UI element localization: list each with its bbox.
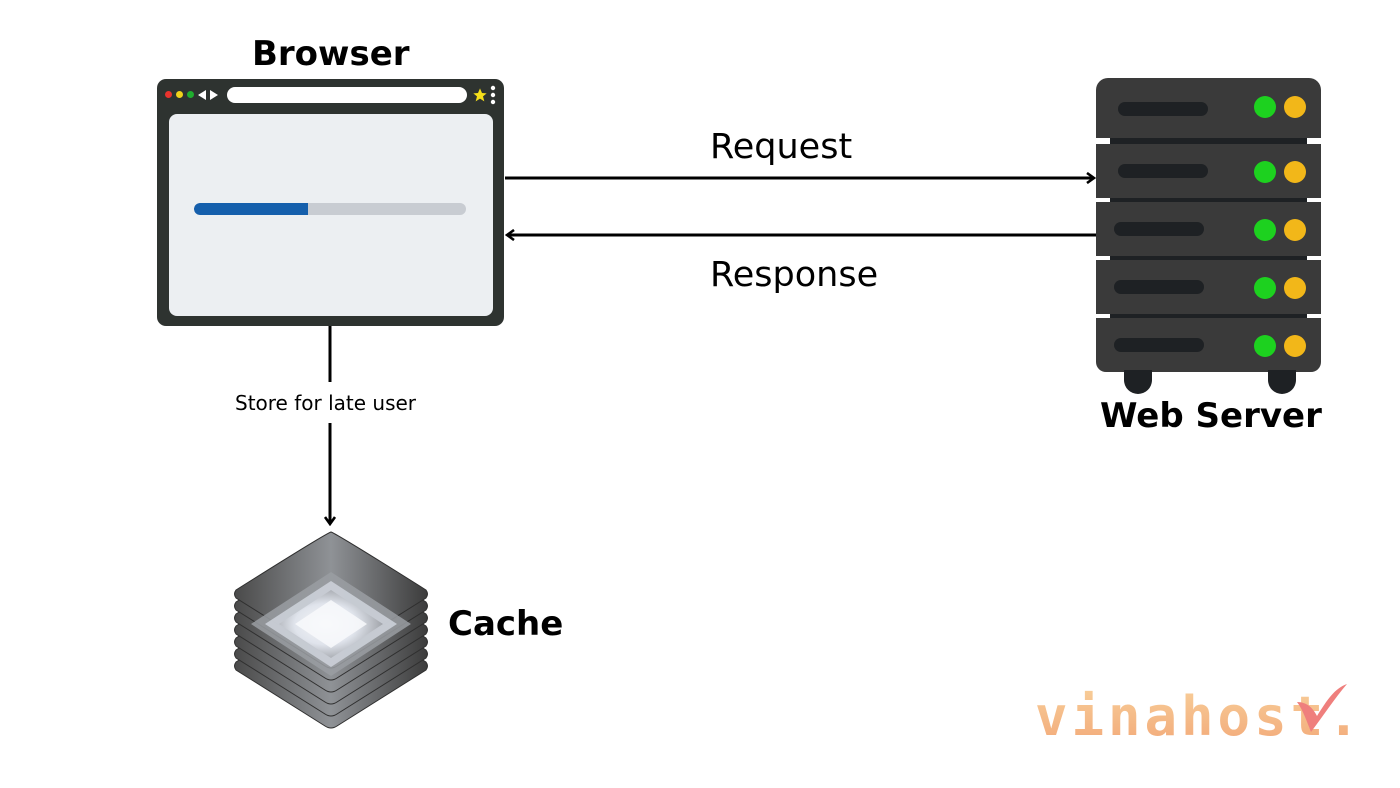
maximize-dot-icon: [187, 91, 194, 98]
server-rack-unit: [1096, 260, 1321, 314]
star-icon: [473, 88, 487, 102]
back-forward-arrows-icon: [198, 90, 218, 100]
status-led-green: [1254, 219, 1276, 241]
status-led-green: [1254, 335, 1276, 357]
status-led-amber: [1284, 161, 1306, 183]
address-bar: [227, 87, 467, 103]
server-rack-unit: [1096, 202, 1321, 256]
status-led-amber: [1284, 96, 1306, 118]
server-rack-unit: [1096, 144, 1321, 198]
response-label: Response: [710, 255, 879, 295]
server-foot: [1124, 370, 1152, 394]
vinahost-logo: vinahost.: [1035, 680, 1360, 748]
status-led-amber: [1284, 335, 1306, 357]
web-server-label: Web Server: [1100, 396, 1322, 436]
status-led-amber: [1284, 219, 1306, 241]
cache-layer-glow: [295, 600, 367, 648]
browser-window-icon: [157, 79, 504, 326]
checkmark-icon: [1297, 684, 1347, 732]
loading-progress-bar: [194, 203, 466, 215]
status-led-green: [1254, 161, 1276, 183]
loading-progress-fill: [194, 203, 309, 215]
server-foot: [1268, 370, 1296, 394]
cache-stack-icon: [234, 531, 428, 729]
browser-label: Browser: [252, 34, 410, 74]
server-rack-unit: [1096, 318, 1321, 372]
status-led-green: [1254, 96, 1276, 118]
server-rack-unit: [1096, 78, 1321, 138]
cache-label: Cache: [448, 604, 564, 644]
close-dot-icon: [165, 91, 172, 98]
minimize-dot-icon: [176, 91, 183, 98]
status-led-green: [1254, 277, 1276, 299]
status-led-amber: [1284, 277, 1306, 299]
web-server-icon: [1096, 78, 1321, 394]
request-label: Request: [710, 127, 853, 167]
browser-viewport: [169, 114, 493, 316]
store-label: Store for late user: [231, 391, 421, 415]
kebab-menu-icon: [490, 85, 496, 105]
